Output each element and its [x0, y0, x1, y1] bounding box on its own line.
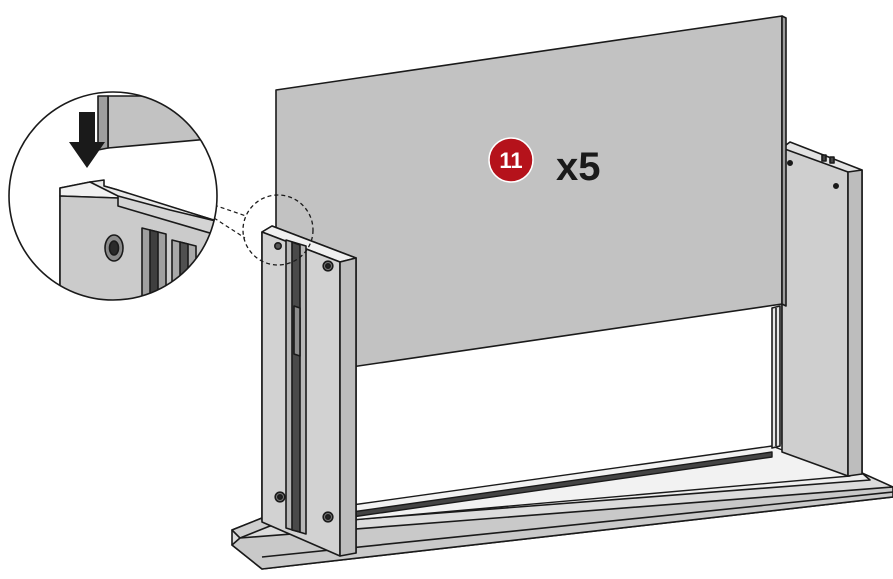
left-side-panel — [261, 225, 357, 557]
right-side-panel — [781, 141, 863, 477]
panel-part-11 — [275, 15, 787, 449]
arrow-down-icon — [69, 112, 105, 168]
part-badge: 11 x5 — [488, 137, 601, 189]
part-number: 11 — [499, 148, 522, 173]
part-quantity: x5 — [556, 145, 601, 189]
